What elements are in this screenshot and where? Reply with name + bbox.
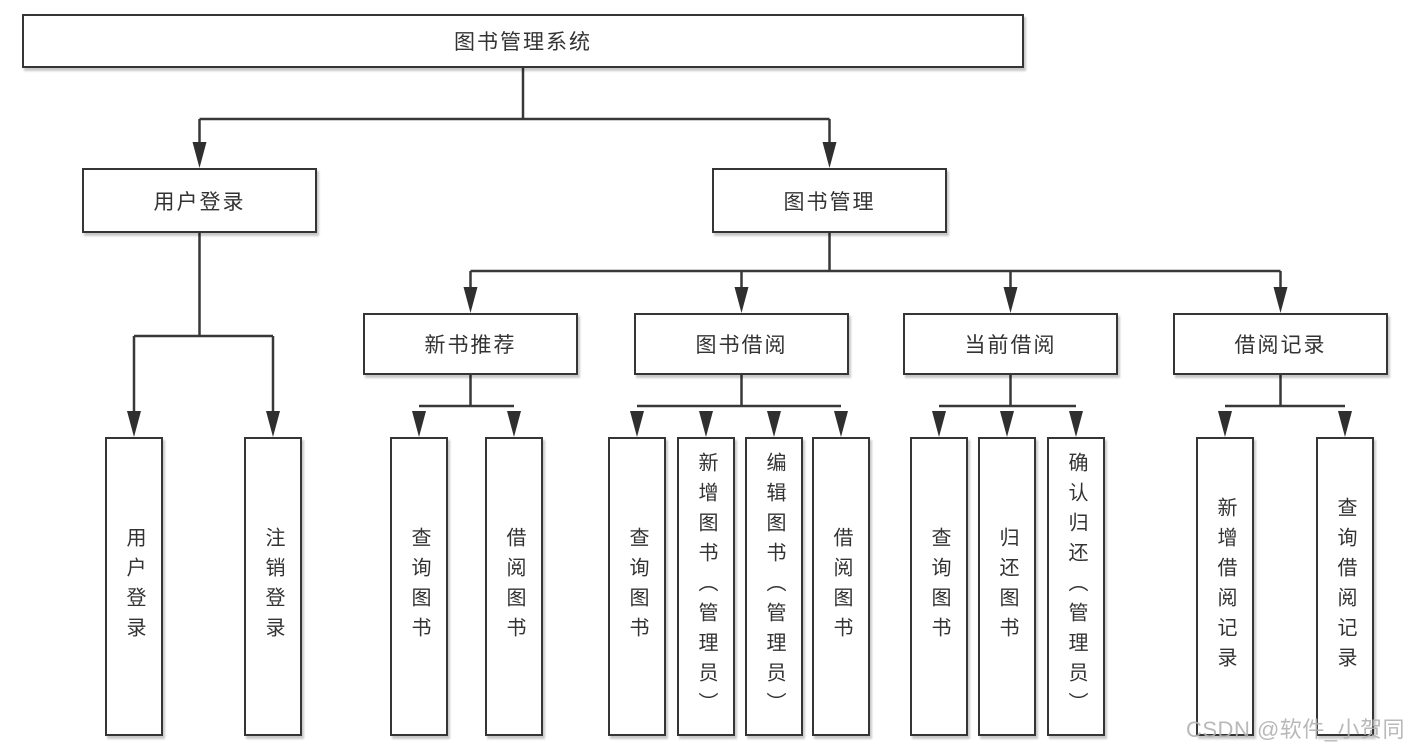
node-new-book-recommend: 新书推荐 [363,313,578,375]
leaf-edit-book-admin: 编辑图书（管理员） [745,437,803,736]
leaf-query-borrow-record: 查询借阅记录 [1316,437,1374,736]
leaf-add-borrow-record: 新增借阅记录 [1196,437,1254,736]
leaf-borrow-books: 借阅图书 [812,437,870,736]
arrowheads [127,142,1352,437]
node-book-management: 图书管理 [712,168,947,233]
leaf-confirm-return-admin: 确认归还（管理员） [1047,437,1105,736]
leaf-user-login: 用户登录 [105,437,163,736]
leaf-query-books-recommend: 查询图书 [390,437,448,736]
leaf-query-books-borrow: 查询图书 [608,437,666,736]
node-book-borrow: 图书借阅 [634,313,849,375]
node-library-management-system: 图书管理系统 [22,14,1024,68]
node-current-borrow: 当前借阅 [903,313,1118,375]
node-user-login: 用户登录 [82,168,317,233]
leaf-query-books-current: 查询图书 [910,437,968,736]
leaf-add-book-admin: 新增图书（管理员） [677,437,735,736]
leaf-borrow-books-recommend: 借阅图书 [485,437,543,736]
node-borrow-records: 借阅记录 [1173,313,1388,375]
leaf-return-book: 归还图书 [978,437,1036,736]
leaf-logout: 注销登录 [244,437,302,736]
watermark-text: CSDN @软件_小贺同学 [1186,717,1405,742]
